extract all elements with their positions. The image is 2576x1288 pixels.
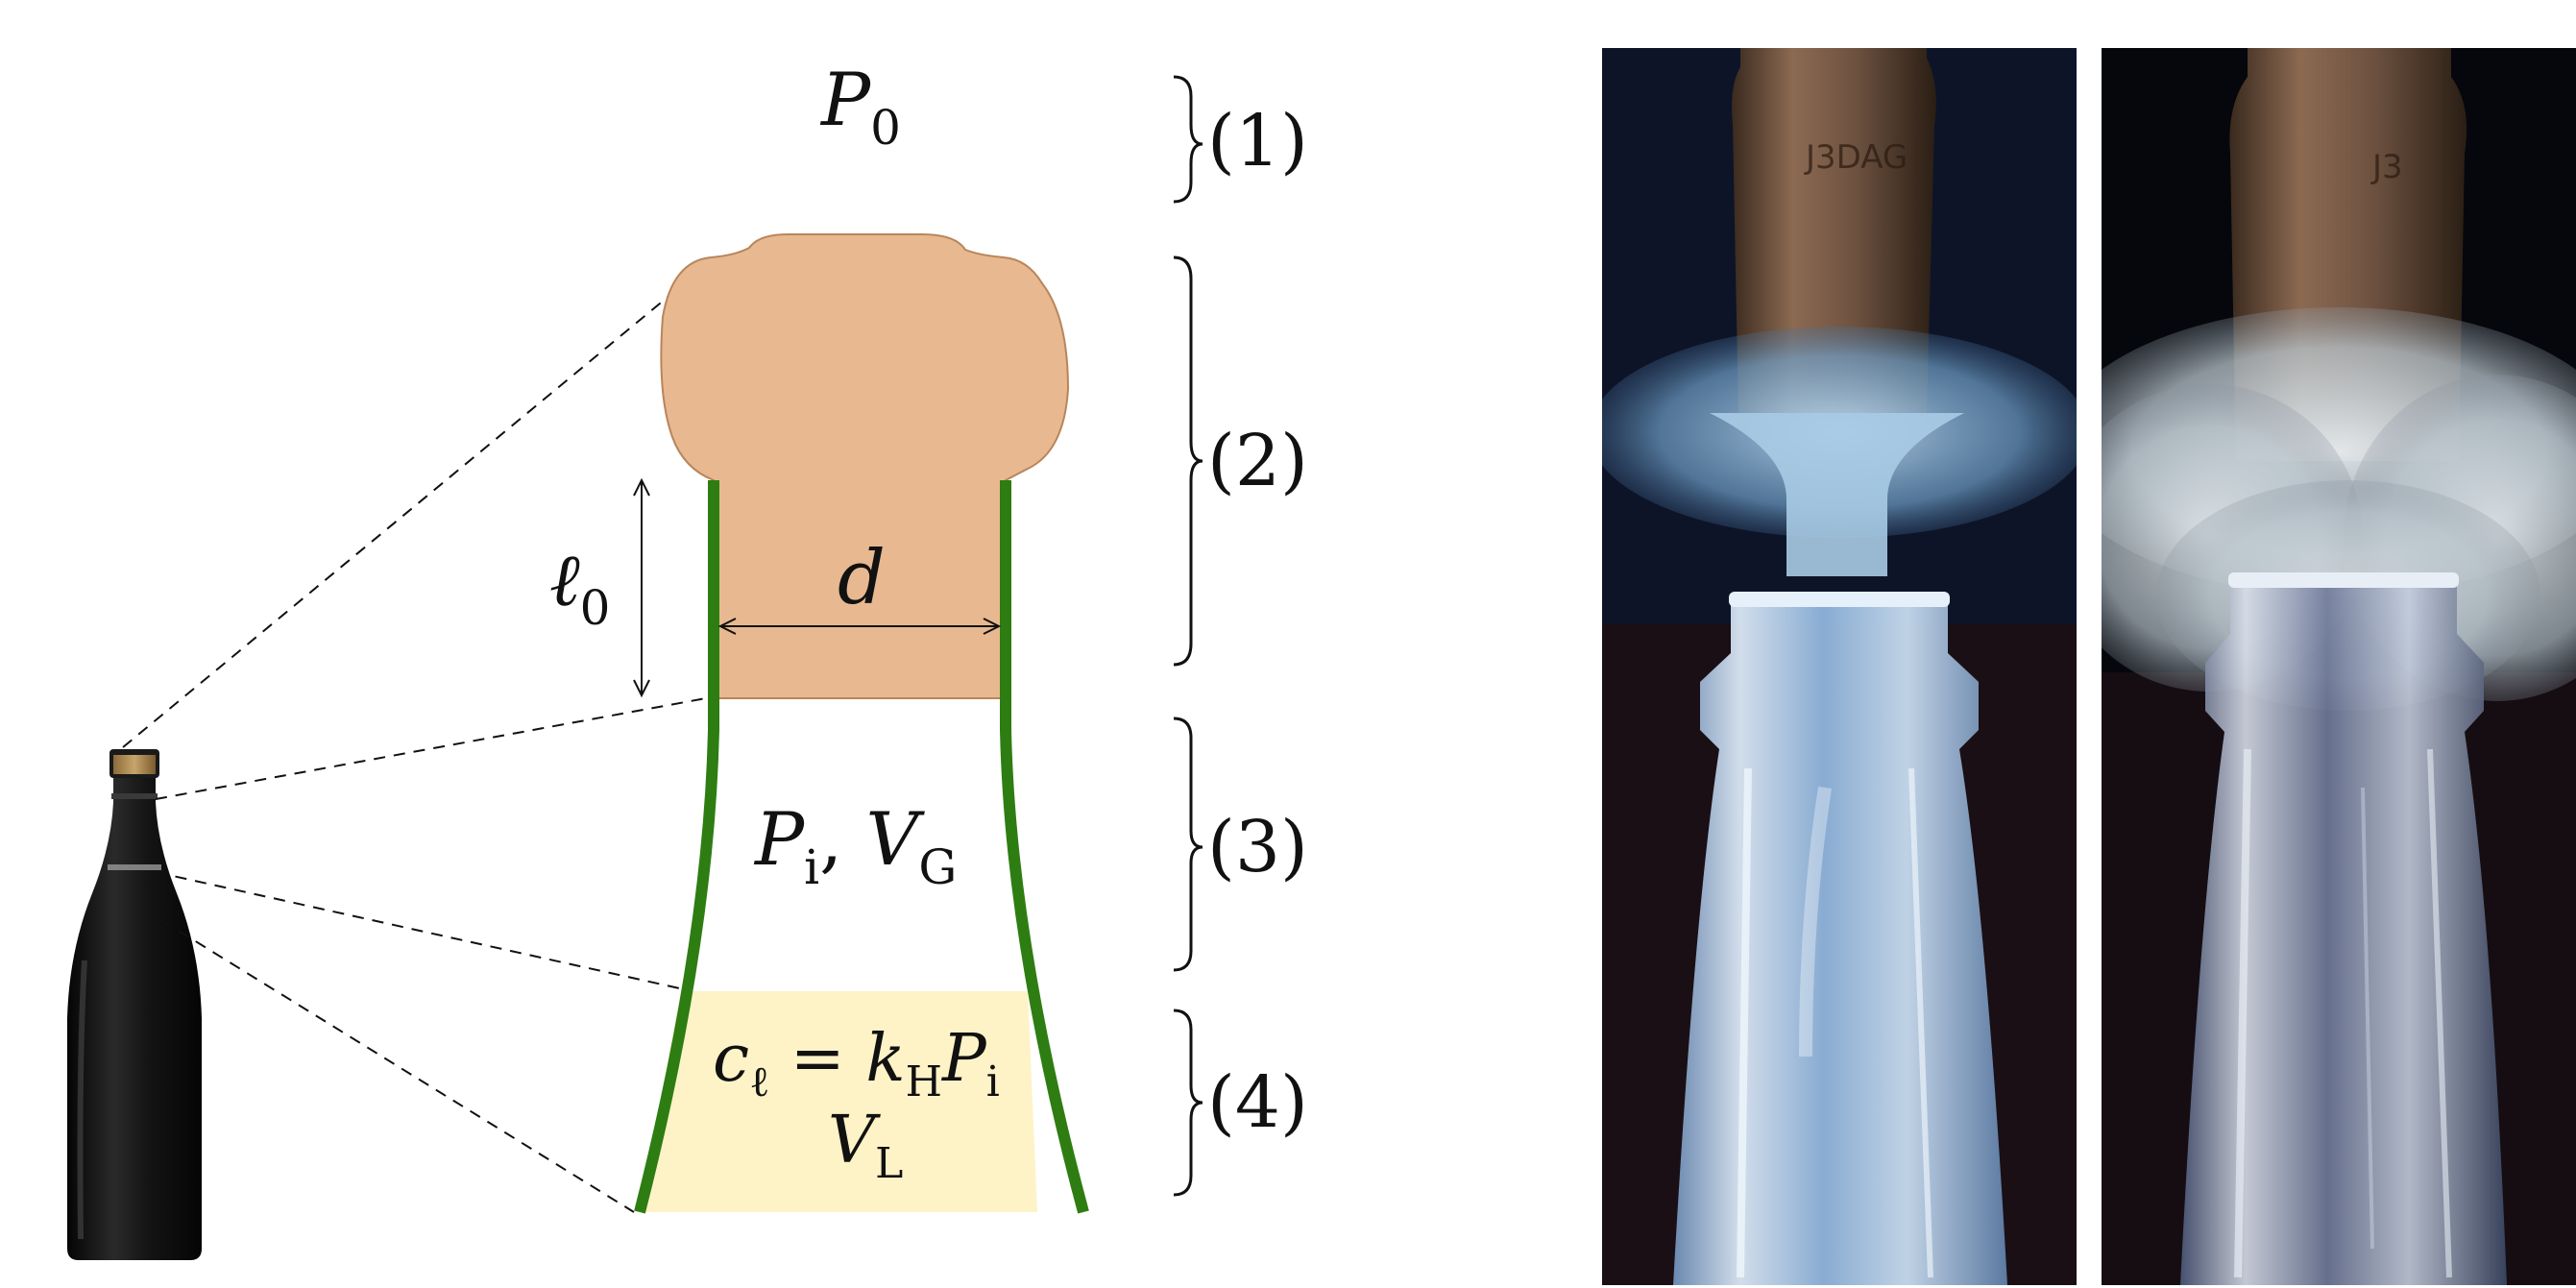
- diameter-label: d: [838, 535, 886, 621]
- liquid-region: [640, 991, 1037, 1212]
- bottle-walls: [634, 480, 1089, 1214]
- liquid-volume-label: VL: [828, 1103, 903, 1188]
- region-label-1: (1): [1207, 100, 1308, 182]
- region-label-2: (2): [1207, 420, 1308, 502]
- ambient-pressure-label: P0: [819, 57, 901, 156]
- region-label-3: (3): [1207, 806, 1308, 888]
- brace-1: [1173, 75, 1203, 204]
- cork-shape: [660, 233, 1070, 699]
- region-label-4: (4): [1207, 1061, 1308, 1144]
- brace-3: [1173, 717, 1203, 972]
- champagne-bottle-icon: [67, 749, 202, 1260]
- brace-2: [1173, 255, 1203, 667]
- diameter-arrow: [717, 618, 1002, 635]
- neck-length-arrow: [633, 477, 650, 698]
- brace-4: [1173, 1009, 1203, 1197]
- headspace-label: Pi, VG: [753, 796, 957, 895]
- henry-law-label: cℓ = kHPi: [713, 1021, 1000, 1106]
- projection-lines: [122, 284, 707, 1213]
- region-braces: [1173, 75, 1203, 1197]
- neck-length-label: ℓ0: [549, 537, 610, 636]
- svg-text:J3DAG: J3DAG: [1804, 138, 1908, 177]
- cork-pop-blue-plume-photo: J3DAG: [1602, 48, 2077, 1285]
- cork-pop-white-fog-photo: J3: [2102, 48, 2576, 1285]
- svg-text:J3: J3: [2370, 148, 2403, 186]
